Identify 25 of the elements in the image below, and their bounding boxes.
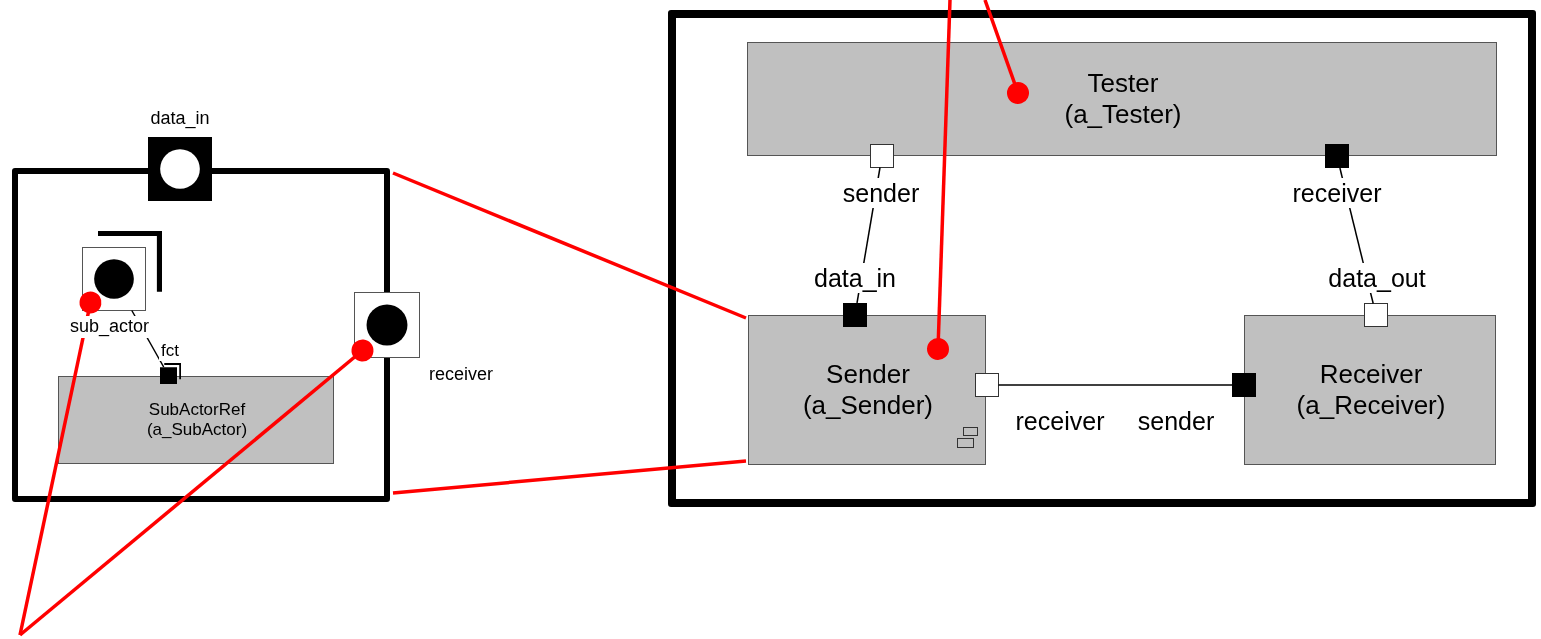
connector-line xyxy=(997,384,1233,386)
actor-box xyxy=(1244,315,1496,465)
leader-line xyxy=(18,339,374,637)
leader-line xyxy=(927,0,952,360)
zoom-line xyxy=(392,459,747,495)
port-label: fct xyxy=(159,341,181,362)
actor-name: Receiver (a_Receiver) xyxy=(1295,358,1447,422)
port-label: sender xyxy=(840,178,922,208)
port-label: data_out xyxy=(1326,263,1428,293)
connector-line xyxy=(1339,167,1374,305)
actor-box xyxy=(748,315,986,465)
leader-line xyxy=(983,0,1029,104)
actor-frame xyxy=(668,10,1536,507)
connector-line xyxy=(131,309,165,368)
actor-box xyxy=(747,42,1497,156)
actor-box xyxy=(58,376,334,464)
actor-name: Sender (a_Sender) xyxy=(801,358,935,422)
port-label: data_in xyxy=(148,108,212,130)
actor-name: Tester (a_Tester) xyxy=(1063,67,1183,131)
port-label: data_in xyxy=(812,263,898,293)
actor-name: SubActorRef (a_SubActor) xyxy=(145,399,249,441)
port-label: sub_actor xyxy=(67,316,152,338)
connector-line xyxy=(856,166,881,304)
zoom-line xyxy=(392,171,747,320)
leader-line xyxy=(18,291,102,636)
